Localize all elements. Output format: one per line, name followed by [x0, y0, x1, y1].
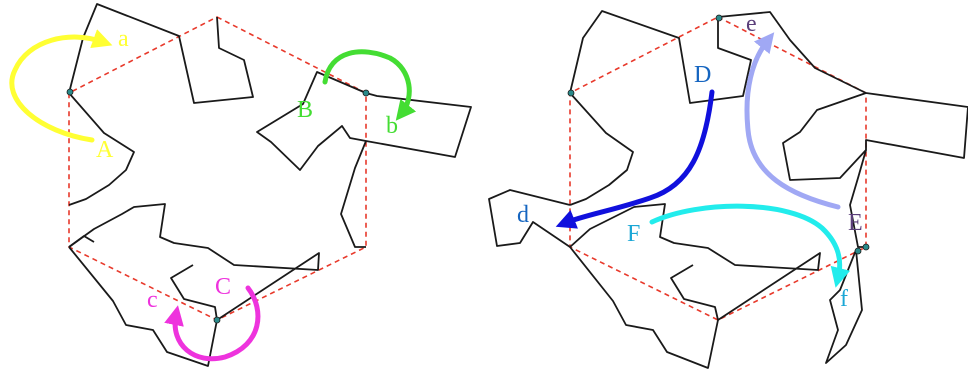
- right-panel: D d E e F f: [488, 10, 968, 369]
- label-C: C: [215, 274, 231, 300]
- right-vertex-bottom-right: [862, 243, 870, 251]
- label-B: B: [297, 97, 313, 123]
- left-vertex-right: [362, 89, 370, 97]
- label-d: d: [517, 202, 529, 228]
- label-c: c: [147, 287, 158, 313]
- left-tile-outline-bottom: [68, 203, 320, 321]
- arrow-B-to-b: [322, 49, 417, 121]
- right-tile-outline-top-left: [569, 10, 752, 104]
- left-tile-outline-right-lower: [340, 140, 367, 248]
- right-vertex-top-left: [567, 89, 575, 97]
- right-tile-outline-right-lower: [849, 149, 867, 248]
- left-panel: A a B b C c: [9, 3, 472, 367]
- left-vertex-bottom: [213, 316, 221, 324]
- right-vertex-bottom-right-2: [854, 247, 862, 255]
- label-f: f: [840, 286, 848, 312]
- label-D: D: [694, 62, 711, 88]
- right-tile-outline-right-upper: [717, 11, 968, 181]
- left-tile-outline-top-left: [68, 3, 254, 104]
- label-F: F: [627, 221, 640, 247]
- left-tile-outline-left: [68, 92, 135, 206]
- label-E: E: [848, 210, 863, 236]
- right-vertex-top: [715, 14, 723, 22]
- left-tile-outline-bottom-hook: [68, 246, 218, 367]
- label-a: a: [118, 26, 129, 52]
- arrow-E-to-e: [744, 32, 841, 210]
- arrow-F-to-f: [649, 203, 851, 288]
- arrow-C-to-c: [164, 285, 261, 362]
- right-tile-outline-bottom: [569, 203, 821, 321]
- label-A: A: [96, 137, 114, 163]
- arrow-D-to-d: [555, 89, 715, 229]
- right-tile-outline-left-tab: [488, 189, 571, 248]
- right-tile-outline-bottom-right: [825, 249, 863, 364]
- right-tile-outline-left: [569, 92, 634, 206]
- label-b: b: [386, 113, 398, 139]
- right-hexagon: [569, 16, 867, 321]
- left-tile-outline-right-upper: [256, 71, 472, 171]
- right-tile-outline-bottom-hook: [569, 246, 719, 369]
- left-tile-outline-bottom-inner: [68, 235, 95, 248]
- label-e: e: [746, 11, 757, 37]
- arrow-A-to-a: [9, 29, 113, 143]
- left-vertex-top-left: [66, 88, 74, 96]
